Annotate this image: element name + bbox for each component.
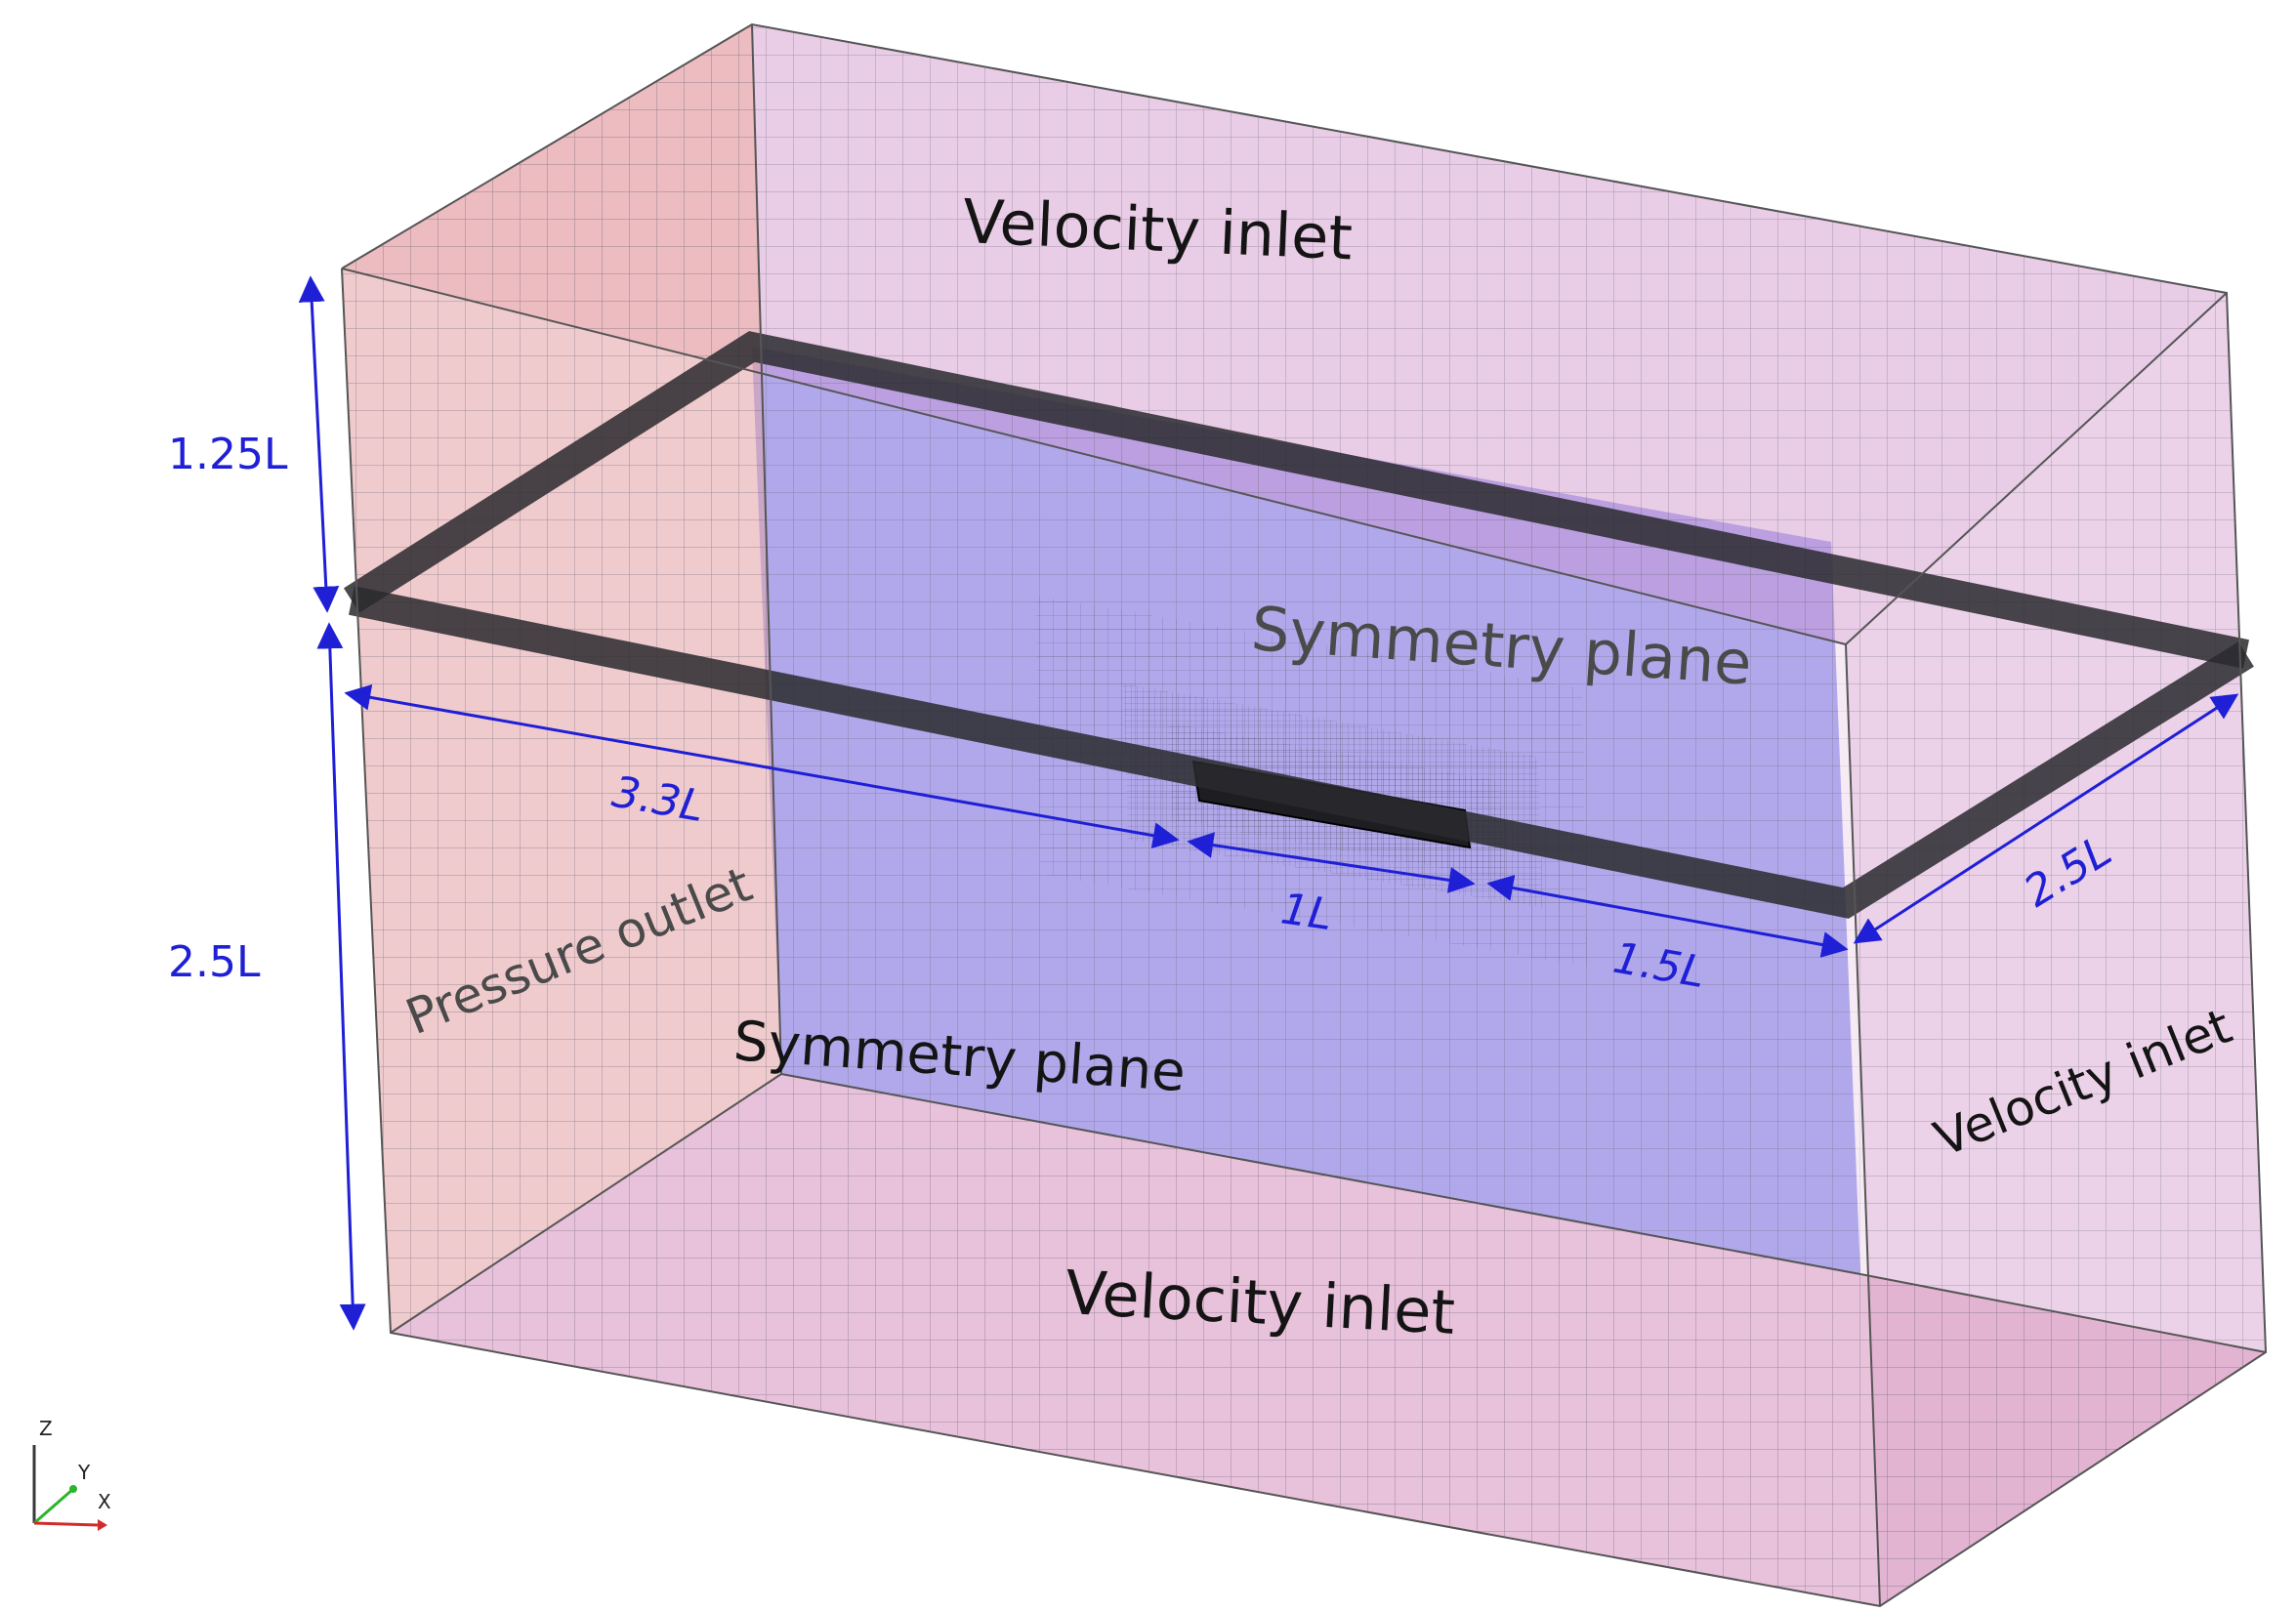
upstream-length-arrow — [344, 683, 1180, 849]
dimension-arrows — [298, 275, 2239, 1331]
domain-edges — [341, 22, 2268, 1608]
axis-triad: Z Y X — [32, 1417, 111, 1531]
height-below-label: 2.5L — [168, 937, 261, 987]
x-axis-label: X — [98, 1490, 111, 1513]
side-inlet-face — [1846, 293, 2266, 1606]
top-inlet-face — [342, 24, 2227, 644]
body-length-label: 1L — [1277, 884, 1335, 940]
y-axis-label: Y — [77, 1461, 91, 1484]
y-axis-line — [33, 1487, 74, 1525]
y-axis-tip — [69, 1485, 77, 1493]
front-face — [342, 268, 1880, 1606]
height-below-arrow — [316, 622, 366, 1331]
x-axis-arrowhead — [98, 1519, 107, 1531]
half-width-arrow — [1853, 693, 2239, 944]
x-axis-line — [33, 1521, 99, 1527]
downstream-length-arrow — [1486, 875, 1849, 958]
top-inlet-label: Velocity inlet — [961, 186, 1354, 273]
height-above-label: 1.25L — [168, 430, 288, 479]
body-length-arrow — [1187, 832, 1476, 893]
height-above-arrow — [298, 275, 340, 613]
z-axis-label: Z — [39, 1417, 53, 1440]
